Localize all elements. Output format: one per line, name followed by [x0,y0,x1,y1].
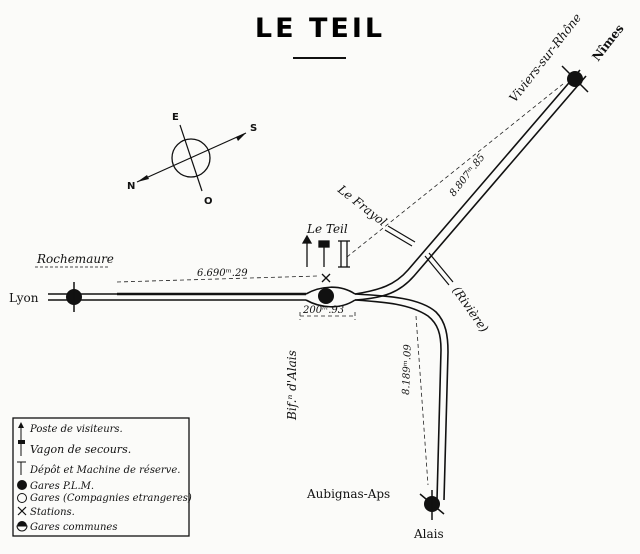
compass-south: S [250,123,257,134]
legend-item-plm: Gares P.L.M. [30,481,94,492]
compass-north: N [127,181,135,192]
river-crossing [384,225,454,286]
railway-lines [48,69,587,501]
compass-rose: E S N O [127,112,257,207]
station-nimes [561,65,589,93]
distance-lines [116,83,564,486]
legend-item-vagon: Vagon de secours. [30,443,131,456]
station-lyon [66,282,82,312]
station-alais [419,490,445,520]
dist-branch: 200ᵐ.93 [302,305,344,316]
dist-lyon-leteil: 6.690ᵐ.29 [197,268,248,279]
label-branch: Bif.ⁿ d'Alais [285,350,299,421]
legend: Poste de visiteurs. Vagon de secours. Dé… [12,417,192,537]
compass-west: O [204,196,213,207]
compass-east: E [172,112,179,123]
legend-item-communes: Gares communes [30,522,117,533]
label-alais: Alais [413,527,444,541]
label-rochemaure: Rochemaure [36,252,114,266]
legend-item-visiteurs: Poste de visiteurs. [29,424,123,435]
dist-leteil-viviers: 8.807ᵐ.85 [448,152,488,199]
le-teil-facilities [301,234,350,283]
station-le-teil [318,288,334,304]
map-title: LE TEIL [255,13,385,44]
legend-item-depot: Dépôt et Machine de réserve. [29,465,180,476]
label-riviere: (Rivière) [450,284,492,336]
dist-leteil-alais: 8.189ᵐ.09 [401,343,414,395]
label-le-teil: Le Teil [306,222,348,236]
label-lyon: Lyon [9,291,39,305]
legend-item-etrangeres: Gares (Compagnies etrangeres) [30,493,192,504]
label-aubignas: Aubignas-Aps [306,487,390,501]
legend-item-stations: Stations. [30,507,75,518]
label-nimes: Nîmes [589,21,626,63]
